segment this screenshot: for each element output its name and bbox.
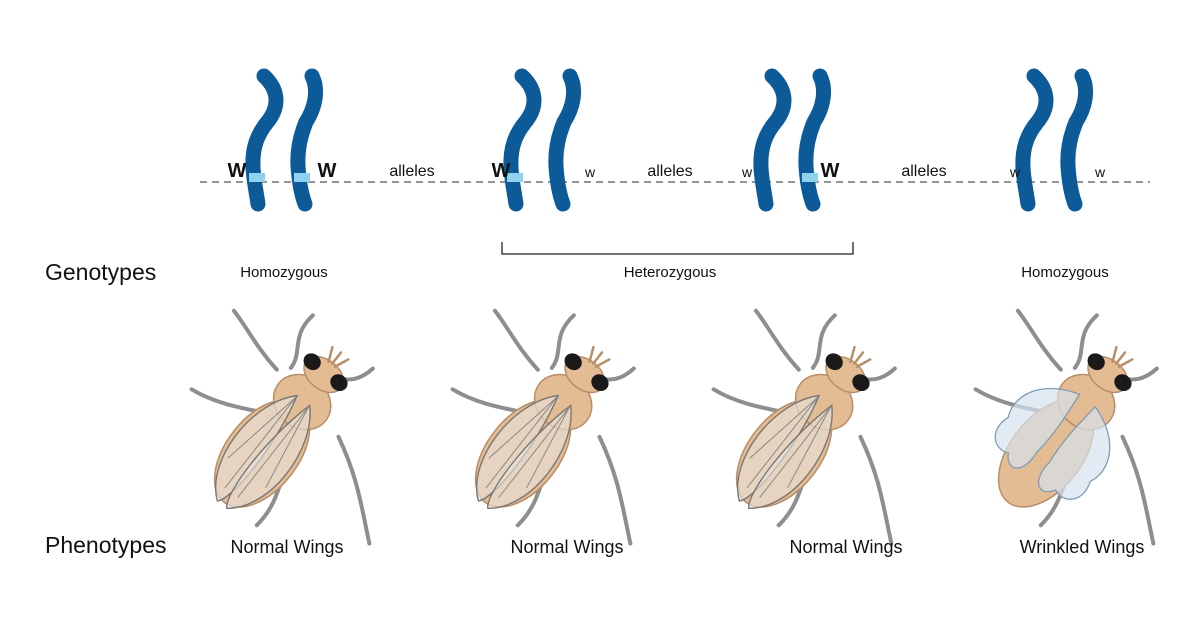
dominant-allele-band bbox=[802, 173, 818, 182]
alleles-label-1: alleles bbox=[389, 163, 434, 180]
phenotype-label: Normal Wings bbox=[789, 537, 902, 557]
left-chromosome bbox=[1023, 76, 1046, 204]
normal-wings bbox=[215, 394, 311, 509]
heterozygous-bracket bbox=[501, 242, 854, 255]
fly-eye-icon bbox=[1087, 353, 1105, 371]
allele-pair-column: w W Normal Wings bbox=[658, 76, 983, 589]
fly-antennae bbox=[588, 345, 611, 369]
chromosome-pair bbox=[249, 76, 316, 204]
fly-eye-icon bbox=[591, 374, 609, 392]
fly-eye-icon bbox=[564, 353, 582, 371]
left-allele-letter: W bbox=[492, 160, 511, 182]
left-allele-letter: W bbox=[228, 160, 247, 182]
left-chromosome bbox=[249, 76, 276, 204]
right-allele-letter: W bbox=[821, 160, 840, 182]
phenotype-label: Normal Wings bbox=[230, 537, 343, 557]
fruit-fly-normal-wings bbox=[397, 273, 722, 589]
fly-eye-icon bbox=[330, 374, 348, 392]
chromosome-pair bbox=[1023, 76, 1086, 204]
left-allele-letter: w bbox=[741, 164, 753, 180]
fly-antennae bbox=[849, 345, 872, 369]
fly-antennae bbox=[327, 345, 350, 369]
fruit-fly-normal-wings bbox=[658, 273, 983, 589]
genotype-label: Homozygous bbox=[240, 264, 328, 281]
alleles-label-3: alleles bbox=[901, 163, 946, 180]
wrinkled-wings bbox=[994, 387, 1111, 500]
fly-eye-icon bbox=[825, 353, 843, 371]
right-allele-letter: W bbox=[318, 160, 337, 182]
genotypes-row-label: Genotypes bbox=[45, 259, 156, 285]
normal-wings bbox=[476, 394, 572, 509]
dominant-allele-band bbox=[507, 173, 523, 182]
normal-wings bbox=[737, 394, 833, 509]
left-allele-letter: w bbox=[1009, 164, 1021, 180]
fly-antennae bbox=[1111, 345, 1134, 369]
right-chromosome bbox=[556, 76, 574, 204]
phenotypes-row-label: Phenotypes bbox=[45, 532, 166, 558]
heterozygous-label: Heterozygous bbox=[624, 264, 717, 281]
fruit-fly-normal-wings bbox=[136, 273, 461, 589]
fly-eye-icon bbox=[1114, 374, 1132, 392]
fly-eye-icon bbox=[303, 353, 321, 371]
dominant-allele-band bbox=[249, 173, 265, 182]
phenotype-label: Normal Wings bbox=[510, 537, 623, 557]
fly-eye-icon bbox=[852, 374, 870, 392]
phenotype-label: Wrinkled Wings bbox=[1020, 537, 1145, 557]
right-allele-letter: w bbox=[1094, 164, 1106, 180]
dominant-allele-band bbox=[294, 173, 310, 182]
alleles-label-2: alleles bbox=[647, 163, 692, 180]
right-chromosome bbox=[294, 76, 316, 204]
right-chromosome bbox=[1068, 76, 1086, 204]
right-allele-letter: w bbox=[584, 164, 596, 180]
left-chromosome bbox=[507, 76, 534, 204]
right-chromosome bbox=[802, 76, 824, 204]
fruit-fly-wrinkled-wings bbox=[920, 273, 1200, 589]
left-chromosome bbox=[761, 76, 784, 204]
chromosome-pair bbox=[507, 76, 574, 204]
genotype-label: Homozygous bbox=[1021, 264, 1109, 281]
chromosome-pair bbox=[761, 76, 824, 204]
